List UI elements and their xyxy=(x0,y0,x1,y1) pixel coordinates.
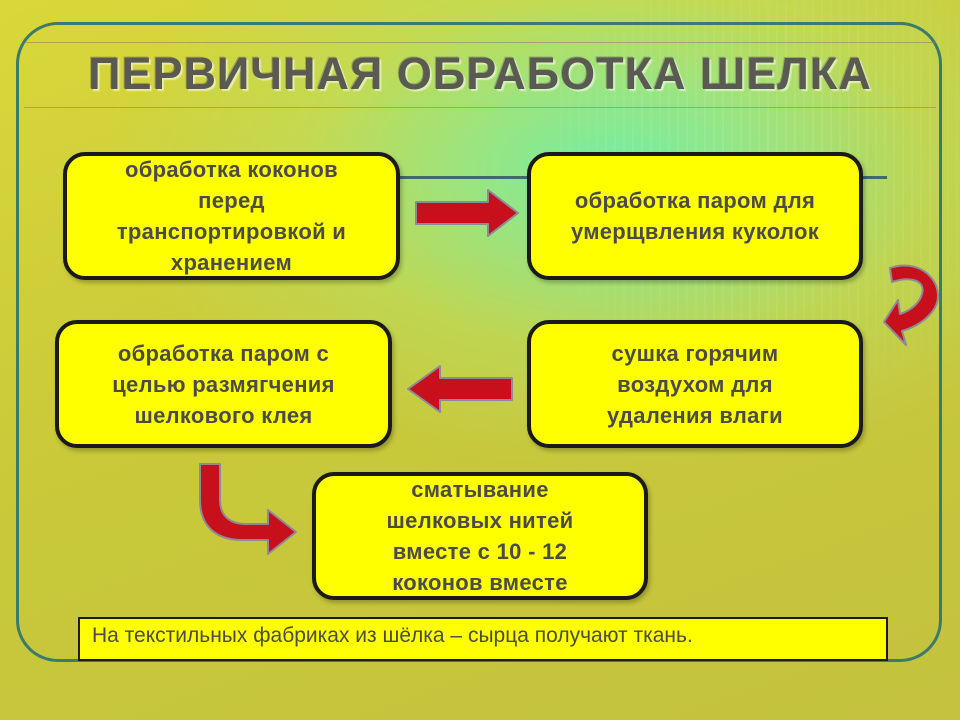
step-box-hot-air-drying: сушка горячим воздухом для удаления влаг… xyxy=(527,320,863,448)
step-line: перед xyxy=(198,188,265,213)
step-line: вместе с 10 - 12 xyxy=(392,539,568,564)
step-box-steam-soften: обработка паром с целью размягчения шелк… xyxy=(55,320,392,448)
step-line: шелковых нитей xyxy=(386,508,574,533)
step-box-reeling: сматывание шелковых нитей вместе с 10 - … xyxy=(312,472,648,600)
step-line: обработка паром с xyxy=(117,340,330,366)
step-line: обработка паром для xyxy=(574,188,816,213)
step-box-transport-prep: обработка коконов перед транспортировкой… xyxy=(63,152,400,280)
step-line: транспортировкой и xyxy=(116,219,347,244)
step-line: умерщвления куколок xyxy=(570,219,820,244)
step-line: сушка горячим xyxy=(611,340,779,366)
step-line: шелкового клея xyxy=(134,402,313,428)
step-line: коконов вместе xyxy=(392,570,568,595)
step-line: воздухом для xyxy=(617,371,773,397)
step-line: удаления влаги xyxy=(607,402,783,428)
step-line: обработка коконов xyxy=(125,157,338,182)
footer-note: На текстильных фабриках из шёлка – сырца… xyxy=(78,617,888,661)
step-line: сматывание xyxy=(411,477,549,502)
title-band xyxy=(24,42,936,108)
page-title: ПЕРВИЧНАЯ ОБРАБОТКА ШЕЛКА xyxy=(88,48,872,99)
step-box-steam-kill: обработка паром для умерщвления куколок xyxy=(527,152,863,280)
step-line: хранением xyxy=(170,250,293,275)
step-line: целью размягчения xyxy=(112,371,335,397)
